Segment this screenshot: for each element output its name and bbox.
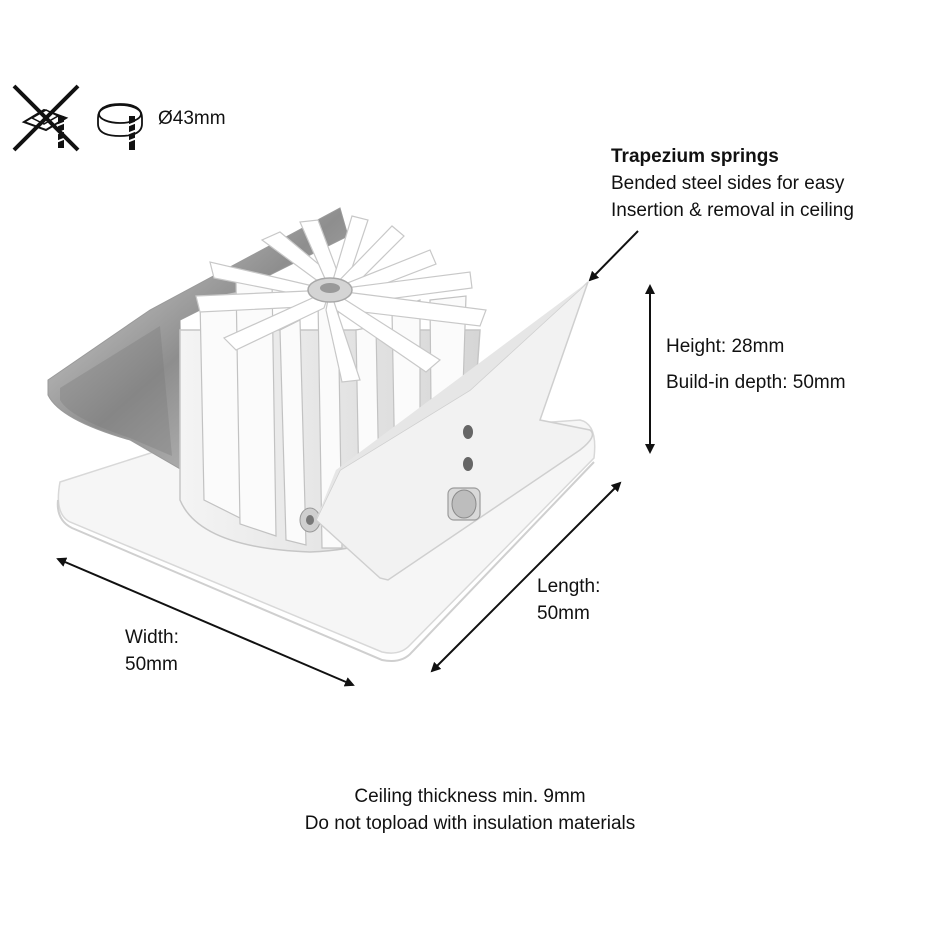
width-value: 50mm xyxy=(125,654,178,675)
cutout-diameter-label: Ø43mm xyxy=(158,108,226,129)
springs-desc-line1: Bended steel sides for easy xyxy=(611,173,845,194)
downlight-product xyxy=(47,207,596,662)
width-arrow xyxy=(56,557,355,687)
length-arrow xyxy=(430,481,622,673)
depth-label: Build-in depth: 50mm xyxy=(666,372,846,393)
height-label: Height: 28mm xyxy=(666,336,785,357)
adjust-knob xyxy=(447,487,481,521)
length-label: Length: xyxy=(537,576,601,597)
width-label: Width: xyxy=(125,627,179,648)
insulation-warning: Do not topload with insulation materials xyxy=(304,813,636,834)
top-fins xyxy=(195,215,487,383)
ceiling-cutout-icon xyxy=(97,103,143,150)
ceiling-thickness-note: Ceiling thickness min. 9mm xyxy=(354,786,586,807)
spring-pointer-arrow xyxy=(588,230,639,282)
no-insulation-cover-icon xyxy=(12,84,80,152)
springs-desc-line2: Insertion & removal in ceiling xyxy=(611,200,854,221)
length-value: 50mm xyxy=(537,603,590,624)
springs-title: Trapezium springs xyxy=(611,146,779,167)
